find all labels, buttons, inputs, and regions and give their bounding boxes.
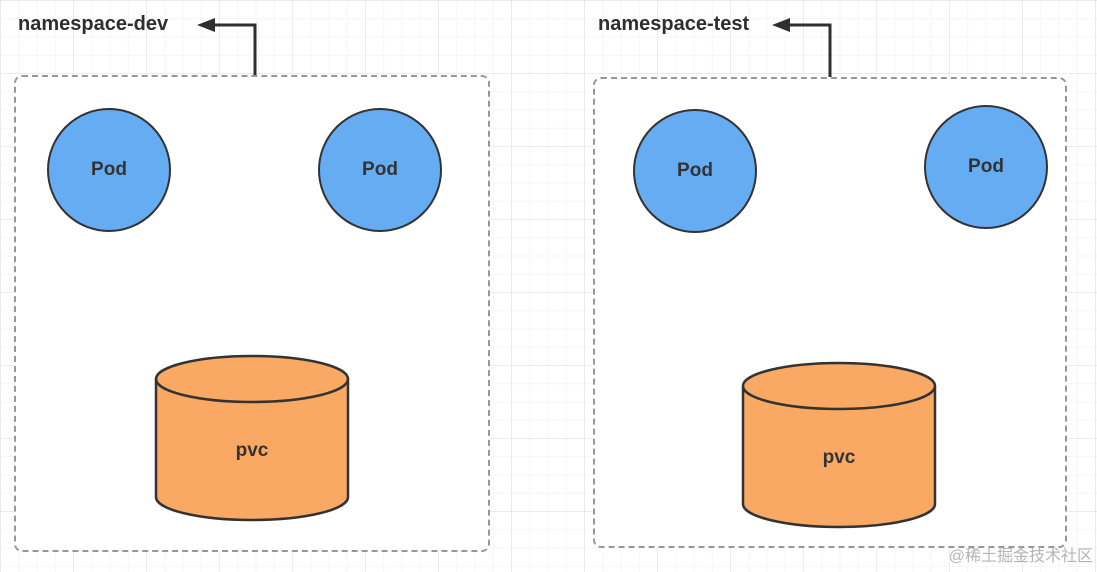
arrow-left-icon — [197, 18, 257, 78]
pod-node: Pod — [633, 109, 757, 233]
pod-node: Pod — [924, 105, 1048, 229]
namespace-dev-label: namespace-dev — [18, 13, 169, 35]
cylinder-icon — [154, 354, 350, 522]
pod-node: Pod — [318, 108, 442, 232]
pod-node: Pod — [47, 108, 171, 232]
pvc-label: pvc — [235, 440, 269, 461]
pod-label: Pod — [677, 160, 713, 181]
namespace-test-label: namespace-test — [598, 13, 750, 35]
pod-label: Pod — [362, 159, 398, 180]
watermark: @稀土掘金技术社区 — [948, 548, 1093, 565]
pvc-cylinder: pvc — [741, 361, 937, 529]
arrow-left-icon — [772, 18, 832, 78]
pod-label: Pod — [91, 159, 127, 180]
pvc-cylinder: pvc — [154, 354, 350, 522]
pvc-label: pvc — [822, 447, 856, 468]
pod-label: Pod — [968, 156, 1004, 177]
cylinder-icon — [741, 361, 937, 529]
